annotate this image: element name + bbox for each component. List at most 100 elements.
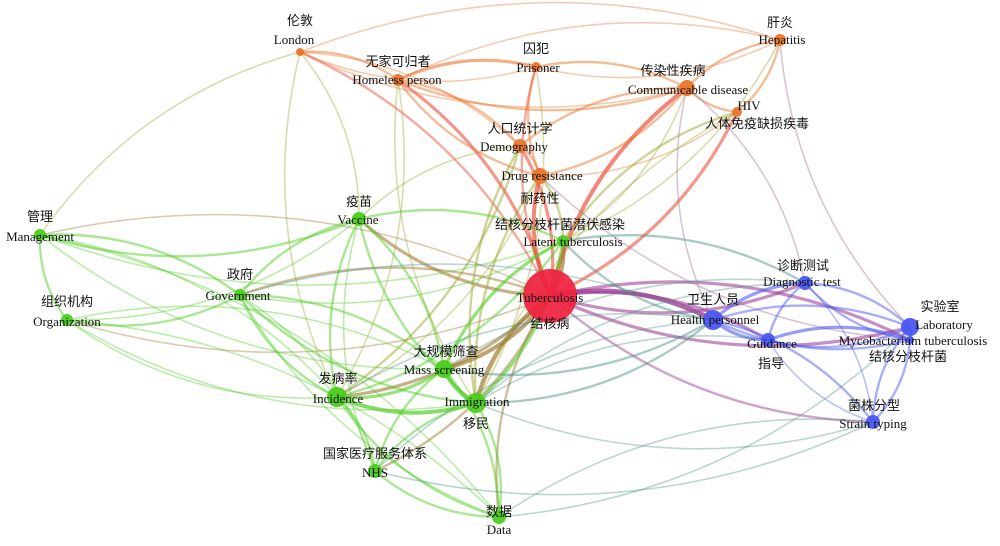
node-london[interactable] <box>296 48 304 56</box>
edge-incidence-immigration <box>336 395 477 415</box>
node-label-en-prisoner: Prisoner <box>516 60 560 75</box>
edge-prisoner-drug <box>526 66 542 177</box>
edge-hiv-drug <box>539 111 738 177</box>
edge-government-immigration <box>239 294 477 405</box>
node-label-en-nhs: NHS <box>362 465 388 480</box>
node-tb[interactable] <box>523 269 577 323</box>
node-health[interactable] <box>703 310 723 330</box>
edge-tb-guidance <box>549 290 769 342</box>
node-diagnostic[interactable] <box>798 276 812 290</box>
node-data[interactable] <box>492 510 506 524</box>
edge-diagnostic-strain <box>804 282 874 423</box>
edge-organization-incidence <box>66 319 338 399</box>
edge-latent-government <box>239 240 564 305</box>
edge-tb-homeless <box>397 78 552 297</box>
node-label-en-diagnostic: Diagnostic test <box>763 274 841 289</box>
edge-mass-incidence <box>336 367 445 400</box>
node-drug[interactable] <box>532 168 548 184</box>
node-homeless[interactable] <box>392 74 404 86</box>
edge-london-homeless <box>299 50 399 81</box>
node-hiv[interactable] <box>732 107 742 117</box>
edge-vaccine-management <box>39 217 360 258</box>
edge-tb-london <box>299 50 552 297</box>
node-label-zh-london: 伦敦 <box>287 13 313 29</box>
edge-demography-vaccine <box>358 145 521 220</box>
edge-management-data <box>39 234 500 518</box>
edge-latent-vaccine <box>358 208 564 243</box>
edge-government-health <box>239 263 714 321</box>
node-label-en-management: Management <box>6 229 74 244</box>
edge-tb-diagnostic <box>549 281 806 315</box>
edge-hepatitis-laboratory <box>779 39 911 328</box>
node-label-en-strain: Strain typing <box>839 416 907 431</box>
edge-government-incidence <box>238 294 338 399</box>
edge-demography-incidence <box>336 145 522 398</box>
node-immigration[interactable] <box>466 393 486 413</box>
edge-organization-mass <box>66 305 445 370</box>
edge-communicable-latent <box>562 87 688 242</box>
edge-tb-hiv <box>549 111 739 298</box>
node-label-en-homeless: Homeless person <box>352 72 442 87</box>
edge-london-management <box>39 51 301 236</box>
node-demography[interactable] <box>513 139 527 153</box>
node-management[interactable] <box>34 229 46 241</box>
edge-prisoner-hepatitis <box>535 39 781 79</box>
node-label-en-demography: Demography <box>480 139 548 154</box>
node-strain[interactable] <box>866 415 880 429</box>
edge-health-diagnostic <box>711 281 806 322</box>
edge-incidence-data <box>336 396 500 519</box>
edge-organization-data <box>66 319 500 518</box>
node-incidence[interactable] <box>327 387 347 407</box>
edge-london-incidence <box>283 51 338 398</box>
node-organization[interactable] <box>61 314 73 326</box>
edge-homeless-incidence <box>336 79 405 398</box>
node-communicable[interactable] <box>679 80 695 96</box>
edge-tb-government <box>239 266 551 298</box>
edge-tb-communicable <box>548 86 689 297</box>
edge-hepatitis-communicable <box>686 38 781 89</box>
edge-drug-myco <box>539 175 911 341</box>
node-label-zh-communicable: 传染性疾病 <box>640 64 705 79</box>
node-mass[interactable] <box>435 360 453 378</box>
edge-health-strain <box>712 318 874 423</box>
node-government[interactable] <box>234 289 246 301</box>
edge-latent-diagnostic <box>562 233 806 285</box>
edge-health-myco <box>712 318 911 351</box>
edge-hepatitis-latent <box>562 39 781 242</box>
edge-hiv-latent <box>562 110 738 242</box>
edge-immigration-diagnostic <box>475 282 806 404</box>
edge-government-nhs <box>239 294 376 472</box>
edge-homeless-demography <box>397 78 521 147</box>
edge-prisoner-communicable <box>535 60 688 90</box>
node-label-en-latent: Latent tuberculosis <box>523 234 622 249</box>
edge-communicable-demography <box>519 86 688 147</box>
node-vaccine[interactable] <box>352 212 366 226</box>
edge-health-laboratory <box>712 304 911 329</box>
node-nhs[interactable] <box>368 464 382 478</box>
node-label-zh-hepatitis: 肝炎 <box>767 16 793 31</box>
edge-drug-immigration <box>473 175 541 404</box>
edge-myco-strain <box>872 339 912 423</box>
node-label-zh-immigration: 移民 <box>463 417 489 432</box>
node-prisoner[interactable] <box>531 62 541 72</box>
edge-latent-health <box>562 240 714 322</box>
edge-homeless-prisoner <box>397 58 537 82</box>
node-label-en-myco: Mycobacterium tuberculosis <box>839 333 987 348</box>
node-label-en-hiv: HIV <box>737 98 761 113</box>
node-laboratory[interactable] <box>901 318 919 336</box>
node-label-zh-latent: 结核分枝杆菌潜伏感染 <box>495 217 625 233</box>
node-myco[interactable] <box>906 336 914 344</box>
node-label-en-tb: Tuberculosis <box>517 290 584 305</box>
edge-government-organization <box>66 293 241 327</box>
node-label-zh-incidence: 发病率 <box>318 371 357 387</box>
node-label-zh-diagnostic: 诊断测试 <box>777 259 829 274</box>
edge-immigration-strain <box>475 402 874 450</box>
edge-nhs-data <box>374 470 500 519</box>
edge-tb-data <box>495 295 552 518</box>
node-latent[interactable] <box>557 235 569 247</box>
edge-tb-strain <box>549 295 874 424</box>
edge-organization-immigration <box>66 319 477 411</box>
node-hepatitis[interactable] <box>774 34 786 46</box>
node-guidance[interactable] <box>761 333 775 347</box>
